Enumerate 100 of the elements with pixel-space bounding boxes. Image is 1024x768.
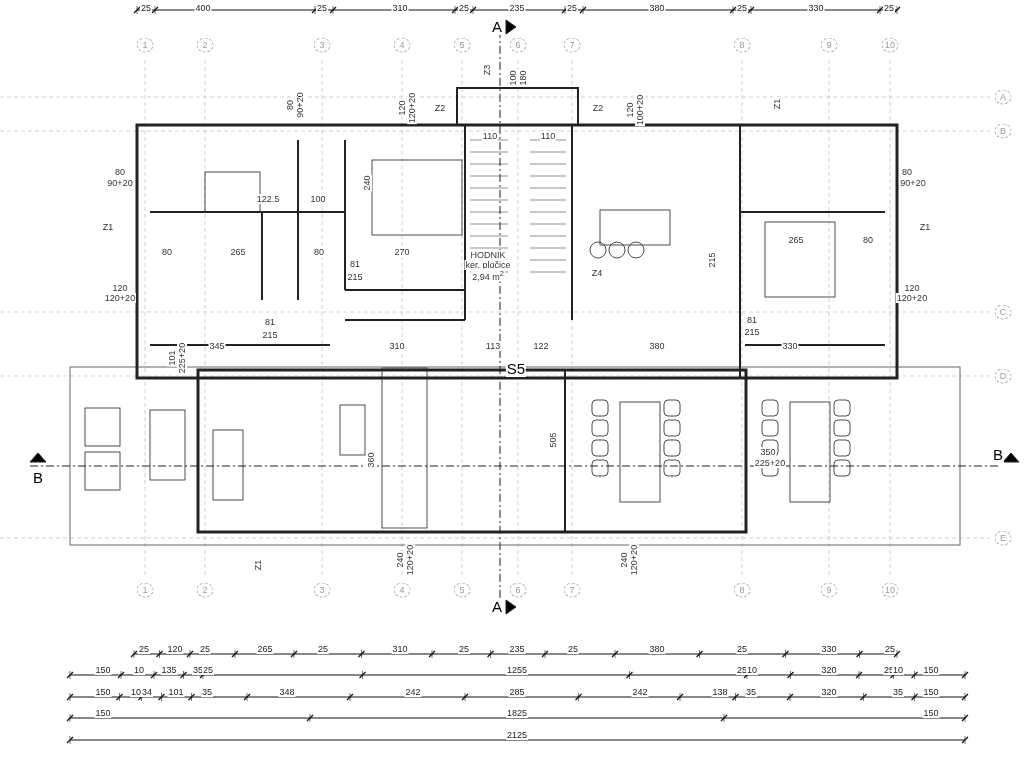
dimension-text: 120 xyxy=(166,644,184,654)
dimension-text: 320 xyxy=(820,665,838,675)
dimension-text: 215 xyxy=(261,330,279,340)
grid-axis-label: 5 xyxy=(453,582,471,598)
dimension-text: 265 xyxy=(256,644,274,654)
dimension-text: 180 xyxy=(518,69,528,87)
window-mark: Z1 xyxy=(918,222,932,232)
dimension-text: 35 xyxy=(201,687,213,697)
dimension-text: 80 xyxy=(901,167,913,177)
dimension-text: 235 xyxy=(508,3,526,13)
dimension-text: 80 xyxy=(285,99,295,111)
grid-axis-label: C xyxy=(994,304,1012,320)
section-mark-label: A xyxy=(491,599,503,615)
dimension-text: 150 xyxy=(922,687,940,697)
dimension-text: 265 xyxy=(787,235,805,245)
grid-axis-label: A xyxy=(994,89,1012,105)
window-mark: Z1 xyxy=(101,222,115,232)
dimension-text: 120+20 xyxy=(895,293,929,303)
dimension-text: 2125 xyxy=(506,730,528,740)
grid-axis-label: 7 xyxy=(563,582,581,598)
dimension-text: 1825 xyxy=(506,708,528,718)
grid-axis-label: B xyxy=(994,123,1012,139)
dimension-text: 225+20 xyxy=(753,458,787,468)
grid-axis-label: 3 xyxy=(313,37,331,53)
dimension-text: 138 xyxy=(711,687,729,697)
dimension-text: 25 xyxy=(202,665,214,675)
grid-axis-label: 6 xyxy=(509,582,527,598)
dimension-text: 25 xyxy=(458,644,470,654)
grid-axis-label: 2 xyxy=(196,37,214,53)
grid-axis-label: 7 xyxy=(563,37,581,53)
dimension-text: 110 xyxy=(481,131,499,141)
dimension-text: 101 xyxy=(167,687,185,697)
grid-axis-label: 10 xyxy=(881,582,899,598)
grid-axis-label: 4 xyxy=(393,582,411,598)
dimension-text: 122.5 xyxy=(255,194,281,204)
window-mark: Z4 xyxy=(590,268,604,278)
dimension-text: 400 xyxy=(194,3,212,13)
dimension-text: 81 xyxy=(264,317,276,327)
grid-axis-label: 9 xyxy=(820,582,838,598)
window-mark: Z2 xyxy=(591,103,605,113)
dimension-text: 122 xyxy=(532,341,550,351)
dimension-text: 310 xyxy=(391,644,409,654)
dimension-text: 25 xyxy=(140,3,152,13)
dimension-text: 110 xyxy=(539,131,557,141)
grid-axis-label: D xyxy=(994,368,1012,384)
dimension-text: 10 xyxy=(892,665,904,675)
dimension-text: 242 xyxy=(631,687,649,697)
dimension-text: 345 xyxy=(208,341,226,351)
dimension-text: 150 xyxy=(94,687,112,697)
section-mark-label: B xyxy=(992,447,1004,463)
dimension-text: 10 xyxy=(746,665,758,675)
dimension-text: 215 xyxy=(743,327,761,337)
dimension-text: 100+20 xyxy=(635,93,645,127)
dimension-text: 25 xyxy=(199,644,211,654)
dimension-text: 310 xyxy=(391,3,409,13)
dimension-text: 35 xyxy=(745,687,757,697)
grid-axis-label: 8 xyxy=(733,582,751,598)
dimension-text: 120+20 xyxy=(103,293,137,303)
dimension-text: 10 xyxy=(133,665,145,675)
section-mark-label: A xyxy=(491,19,503,35)
window-mark: Z1 xyxy=(772,97,782,111)
dimension-text: 120+20 xyxy=(407,91,417,125)
dimension-text: 330 xyxy=(781,341,799,351)
dimension-text: 81 xyxy=(349,259,361,269)
dimension-text: 25 xyxy=(736,644,748,654)
window-mark: Z1 xyxy=(253,558,263,572)
dimension-text: 25 xyxy=(883,3,895,13)
dimension-text: 80 xyxy=(313,247,325,257)
dimension-text: 120 xyxy=(903,283,921,293)
dimension-text: 135 xyxy=(160,665,178,675)
window-mark: Z2 xyxy=(433,103,447,113)
dimension-text: 25 xyxy=(458,3,470,13)
dimension-text: 120+20 xyxy=(629,543,639,577)
dimension-text: 34 xyxy=(141,687,153,697)
grid-axis-label: 1 xyxy=(136,582,154,598)
dimension-text: 1255 xyxy=(506,665,528,675)
dimension-text: 240 xyxy=(619,551,629,569)
dimension-text: 240 xyxy=(395,551,405,569)
dimension-text: 235 xyxy=(508,644,526,654)
section-mark-label: B xyxy=(32,470,44,486)
room-label: HODNIK xyxy=(469,250,507,260)
dimension-text: 25 xyxy=(317,644,329,654)
dimension-text: 120 xyxy=(625,101,635,119)
dimension-text: 25 xyxy=(138,644,150,654)
dimension-text: 25 xyxy=(316,3,328,13)
dimension-text: 120+20 xyxy=(405,543,415,577)
dimension-text: 120 xyxy=(111,283,129,293)
dimension-text: 113 xyxy=(484,341,502,351)
dimension-text: 35 xyxy=(892,687,904,697)
dimension-text: 310 xyxy=(388,341,406,351)
dimension-text: 80 xyxy=(114,167,126,177)
dimension-text: 265 xyxy=(229,247,247,257)
dimension-text: 320 xyxy=(820,687,838,697)
grid-axis-label: 6 xyxy=(509,37,527,53)
dimension-text: 150 xyxy=(922,708,940,718)
dimension-text: 150 xyxy=(922,665,940,675)
dimension-text: 25 xyxy=(884,644,896,654)
window-mark: Z3 xyxy=(482,63,492,77)
dimension-text: 242 xyxy=(404,687,422,697)
grid-axis-label: 2 xyxy=(196,582,214,598)
